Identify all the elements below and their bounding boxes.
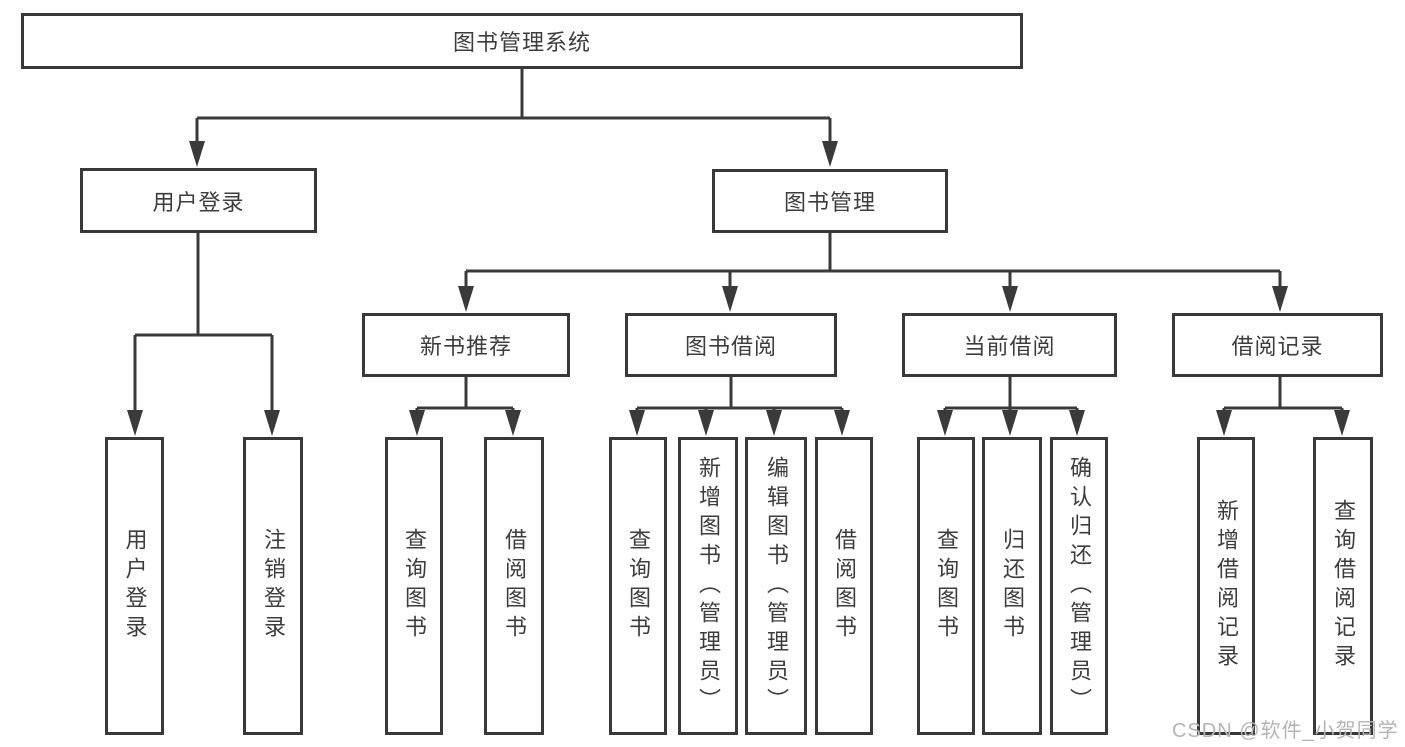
node-borrow-records: 借阅记录 [1172,313,1383,377]
leaf-add-borrow-record: 新增借阅记录 [1197,437,1255,735]
leaf-edit-books-admin: 编辑图书（管理员） [745,437,807,735]
leaf-edit-books-admin-label: 编辑图书（管理员） [764,455,789,717]
leaf-query-borrow-record-label: 查询借阅记录 [1331,499,1356,673]
csdn-watermark: CSDN @软件_小贺同学 [1172,720,1399,742]
leaf-user-login-label: 用户登录 [122,528,148,644]
node-borrow-records-label: 借阅记录 [1231,334,1324,359]
node-new-book-recommend: 新书推荐 [362,313,570,377]
leaf-add-borrow-record-label: 新增借阅记录 [1214,499,1239,673]
node-book-borrow: 图书借阅 [625,313,837,377]
connector-current-borrow-branch [937,377,1085,436]
leaf-confirm-return-admin: 确认归还（管理员） [1050,437,1108,735]
connector-new-book-branch [409,377,521,436]
node-book-management-label: 图书管理 [783,190,876,215]
connector-root [189,69,838,167]
leaf-query-books-current: 查询图书 [917,437,975,735]
leaf-borrow-books-recommend: 借阅图书 [484,437,544,735]
leaf-borrow-books: 借阅图书 [815,437,873,735]
leaf-query-books-borrow-label: 查询图书 [626,528,651,644]
leaf-borrow-books-recommend-label: 借阅图书 [502,528,527,644]
leaf-query-books-recommend-label: 查询图书 [402,528,427,644]
leaf-confirm-return-admin-label: 确认归还（管理员） [1067,455,1092,717]
connector-user-login-branch [127,233,280,436]
leaf-add-books-admin-label: 新增图书（管理员） [696,455,721,717]
node-current-borrow: 当前借阅 [902,313,1117,377]
connector-borrow-records-branch [1216,377,1350,436]
leaf-return-books-label: 归还图书 [1000,528,1025,644]
node-user-login-label: 用户登录 [152,189,245,215]
leaf-return-books: 归还图书 [982,437,1042,735]
leaf-query-books-current-label: 查询图书 [934,528,959,644]
leaf-user-login: 用户登录 [105,437,164,735]
node-new-book-recommend-label: 新书推荐 [419,334,512,359]
root-node-label: 图书管理系统 [452,30,591,55]
connector-book-borrow-branch [629,377,850,436]
leaf-query-books-recommend: 查询图书 [385,437,443,735]
node-user-login: 用户登录 [80,168,317,233]
node-book-borrow-label: 图书借阅 [684,334,777,359]
leaf-logout: 注销登录 [243,437,303,735]
leaf-borrow-books-label: 借阅图书 [832,528,857,644]
leaf-logout-label: 注销登录 [261,528,286,644]
connector-book-management-branch [458,233,1288,312]
leaf-add-books-admin: 新增图书（管理员） [678,437,738,735]
root-node-library-system: 图书管理系统 [21,13,1023,69]
node-book-management: 图书管理 [712,169,948,233]
node-current-borrow-label: 当前借阅 [963,334,1056,359]
leaf-query-books-borrow: 查询图书 [609,437,667,735]
leaf-query-borrow-record: 查询借阅记录 [1313,437,1373,735]
